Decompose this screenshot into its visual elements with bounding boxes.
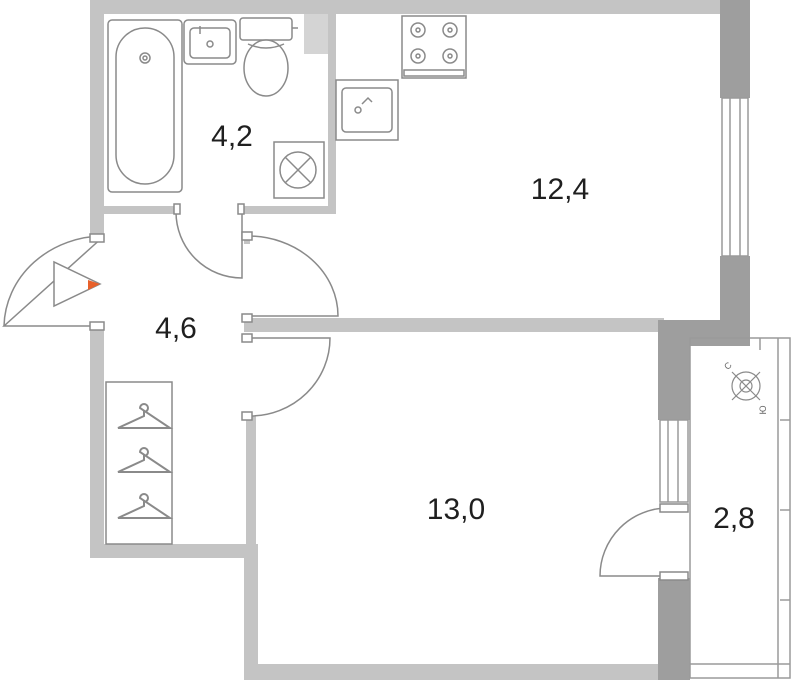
walls (90, 0, 750, 680)
kitchen-sink-icon (335, 79, 399, 141)
hanger-icon (117, 493, 174, 519)
compass-icon: С Ю (722, 360, 768, 415)
room-area-bathroom: 4,2 (211, 120, 253, 153)
balcony-door (599, 507, 669, 577)
entrance-arrow-icon (53, 260, 102, 308)
compass-south-label: Ю (758, 405, 768, 414)
room-area-bedroom: 13,0 (427, 493, 485, 526)
stove-icon (401, 15, 467, 79)
room-area-balcony: 2,8 (713, 502, 755, 535)
bedroom-door (249, 337, 331, 417)
load-bearing-walls (658, 0, 750, 680)
hanger-icon (117, 447, 174, 473)
ventilation-icon (273, 141, 325, 199)
bathtub-icon (107, 19, 183, 193)
toilet-icon (239, 17, 298, 97)
compass-north-label: С (722, 360, 734, 372)
bathroom-door (175, 211, 243, 279)
kitchen-door (247, 235, 339, 317)
hanger-icon (117, 403, 174, 429)
sink-icon (183, 19, 237, 65)
windows (659, 97, 791, 679)
room-area-kitchen-living: 12,4 (531, 173, 589, 206)
room-area-hallway: 4,6 (155, 312, 197, 345)
